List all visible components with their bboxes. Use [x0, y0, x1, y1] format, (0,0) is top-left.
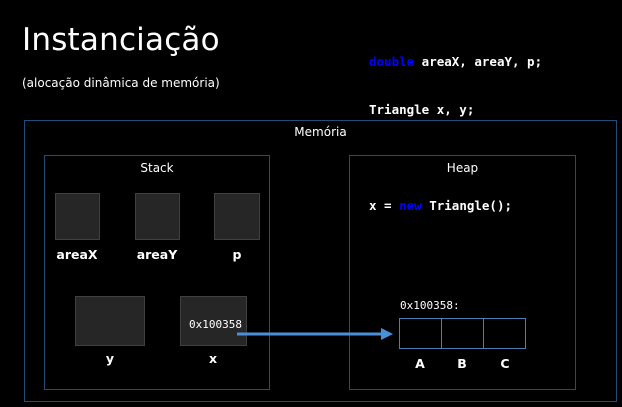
- stack-cell-areaY: [135, 193, 180, 240]
- var-label-x: x: [208, 351, 218, 366]
- pointer-value: 0x100358: [189, 318, 242, 331]
- code-keyword-new: new: [399, 198, 422, 213]
- heap-slot-A: [399, 318, 442, 349]
- stack-cell-p: [214, 193, 260, 240]
- memory-label: Memória: [294, 125, 347, 139]
- pointer-arrow-head: [381, 328, 393, 340]
- heap-field-A: A: [415, 356, 425, 371]
- var-label-areaY: areaY: [136, 247, 178, 262]
- var-label-y: y: [105, 351, 115, 366]
- heap-field-C: C: [500, 356, 510, 371]
- heap-label: Heap: [446, 161, 479, 175]
- code-snippet: double areaX, areaY, p; Triangle x, y; x…: [369, 22, 542, 230]
- code-line-1: double areaX, areaY, p;: [369, 54, 542, 70]
- code-line-3: x = new Triangle();: [369, 198, 542, 214]
- code-line-1-rest: areaX, areaY, p;: [414, 54, 543, 69]
- slide-subtitle: (alocação dinâmica de memória): [22, 76, 220, 90]
- stack-label: Stack: [140, 161, 174, 175]
- code-line-3-pre: x =: [369, 198, 400, 213]
- var-label-p: p: [232, 247, 242, 262]
- code-keyword-double: double: [369, 54, 415, 69]
- memory-box: Memória: [24, 120, 617, 402]
- stack-cell-x: 0x100358: [180, 296, 247, 346]
- stack-cell-areaX: [55, 193, 100, 240]
- heap-slot-C: [484, 318, 526, 349]
- heap-address: 0x100358:: [400, 299, 460, 312]
- stack-cell-y: [75, 296, 145, 346]
- slide-title: Instanciação: [22, 22, 220, 58]
- heap-object: [399, 318, 526, 349]
- heap-field-B: B: [457, 356, 467, 371]
- code-line-2: Triangle x, y;: [369, 102, 475, 117]
- pointer-arrow: [237, 328, 393, 340]
- code-line-3-post: Triangle();: [421, 198, 512, 213]
- heap-box: Heap: [349, 155, 576, 390]
- var-label-areaX: areaX: [56, 247, 98, 262]
- stack-box: Stack: [44, 155, 270, 390]
- heap-slot-B: [442, 318, 484, 349]
